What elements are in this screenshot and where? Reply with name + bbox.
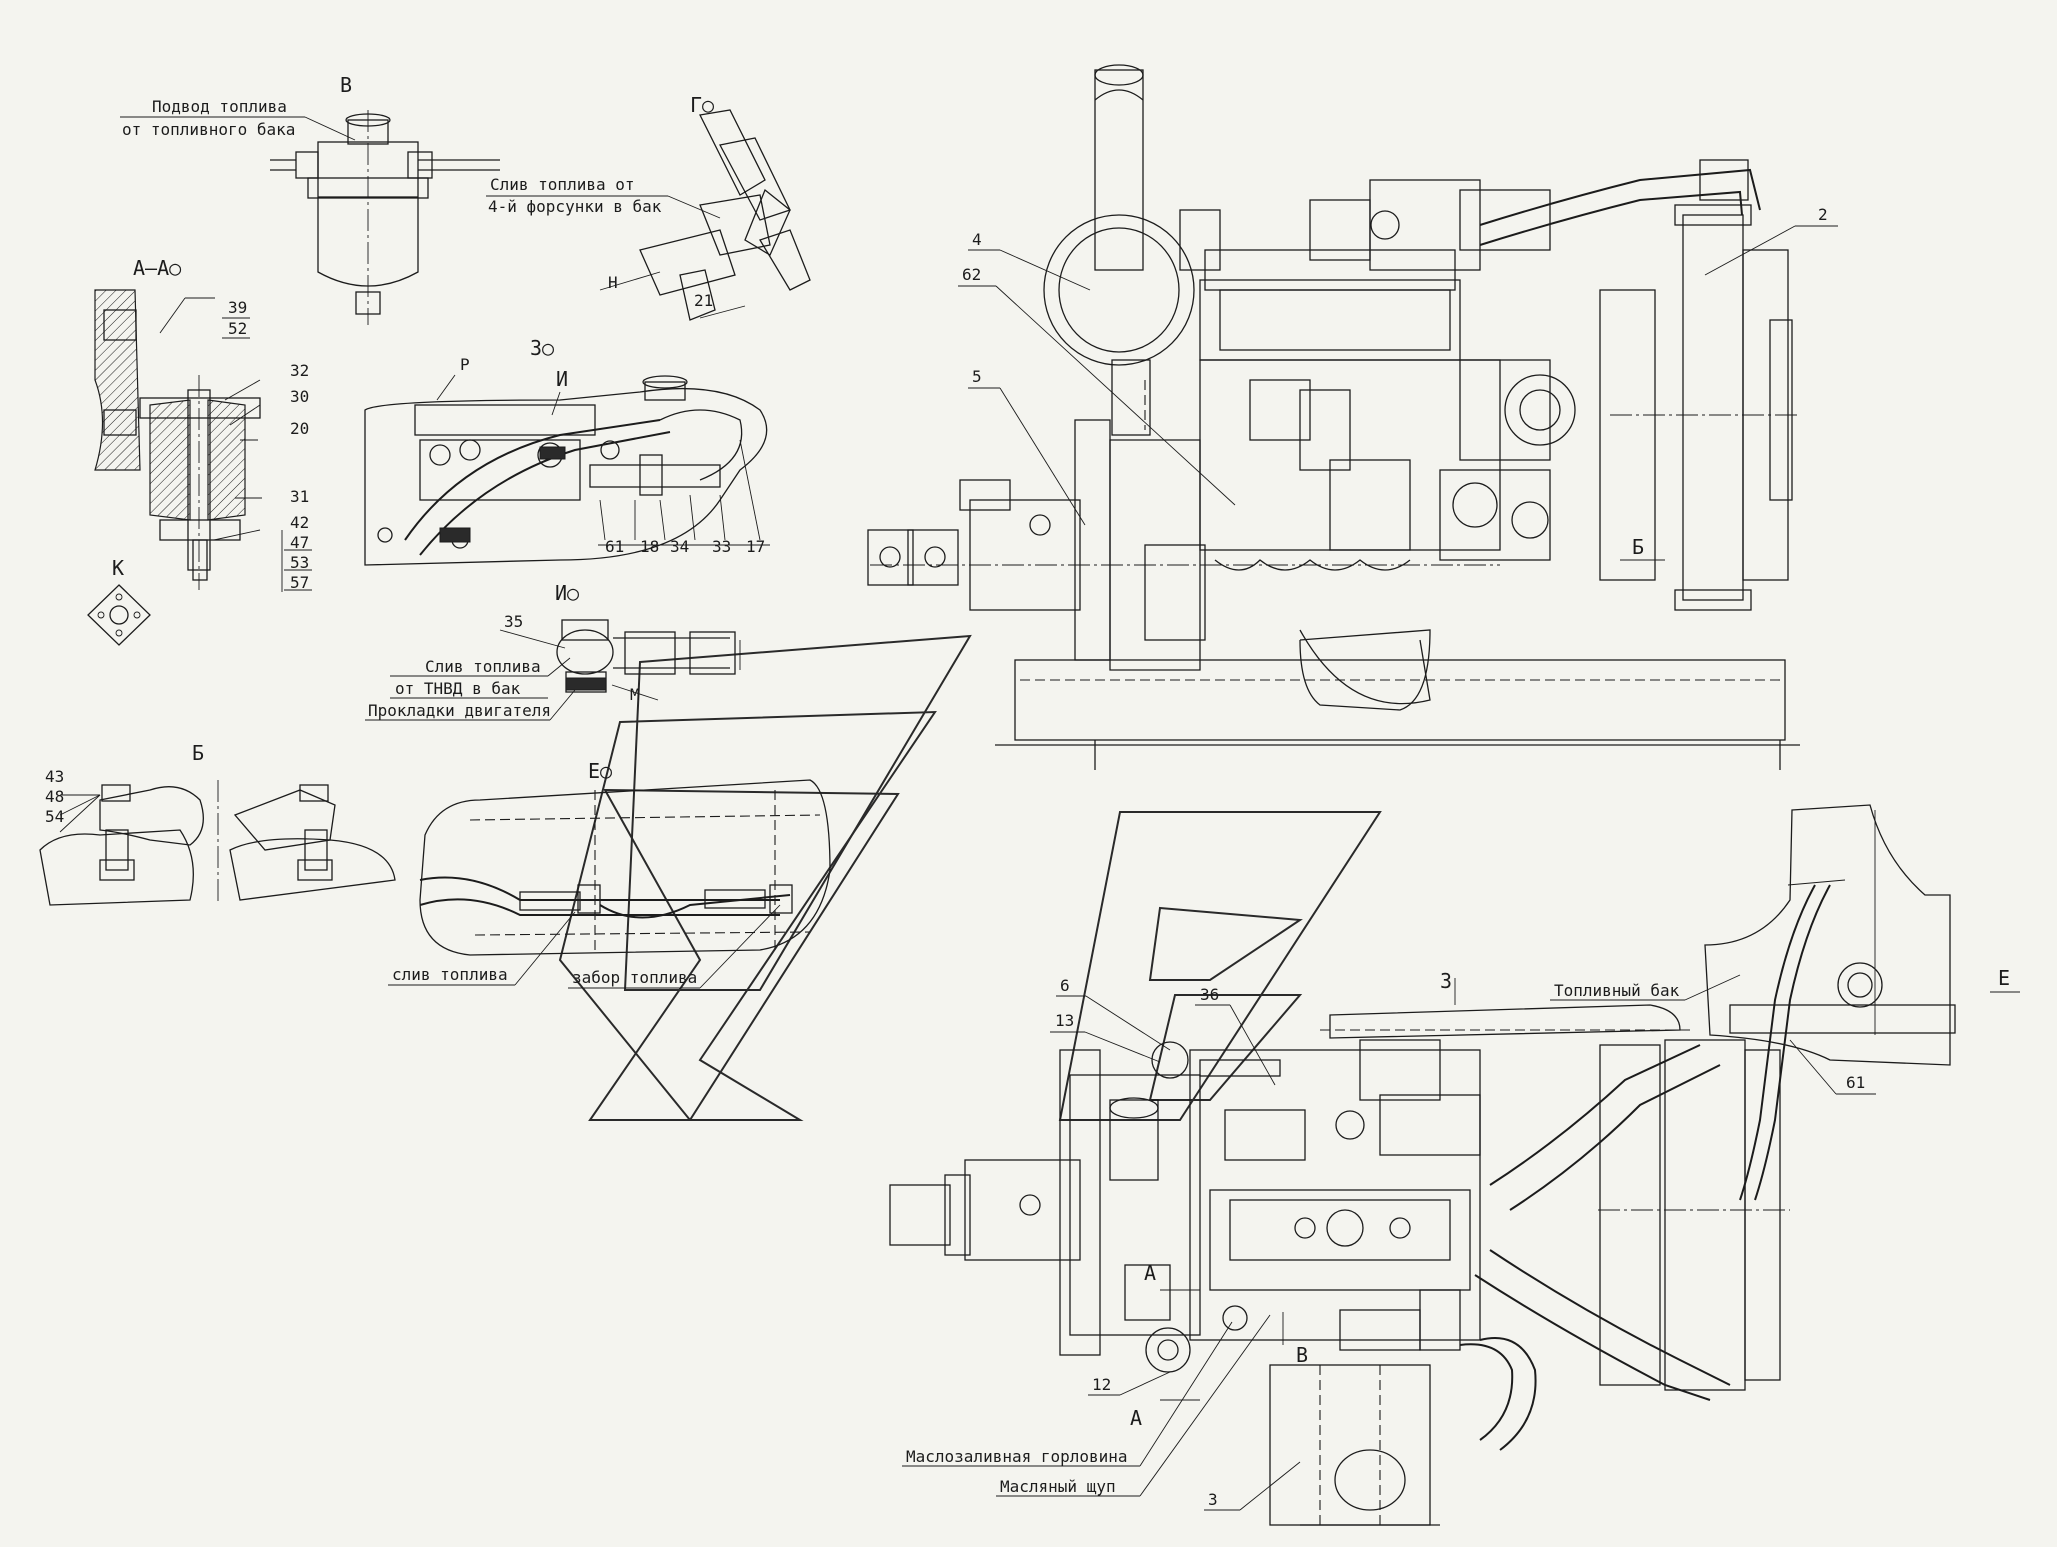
- pos-21: 21: [694, 291, 713, 310]
- callout-drain-tnvd: Слив топлива от ТНВД в бак: [390, 657, 571, 699]
- view-b-label: В: [340, 73, 352, 97]
- pos-6: 6: [1060, 976, 1070, 995]
- pos-54: 54: [45, 807, 64, 826]
- callout-drain-4th-injector: Слив топлива от 4-й форсунки в бак: [486, 175, 721, 219]
- view-k-flange: К: [87, 556, 151, 646]
- callout-fuel-supply: Подвод топлива от топливного бака: [120, 97, 356, 141]
- callout-engine-gaskets: Прокладки двигателя: [365, 689, 576, 721]
- pos-20: 20: [290, 419, 309, 438]
- pos-4: 4: [972, 230, 982, 249]
- callout-oil-filler-text: Маслозаливная горловина: [906, 1447, 1128, 1466]
- pos-18: 18: [640, 537, 659, 556]
- section-aa-label: А–А○: [133, 256, 181, 280]
- view-g-injector-drain: Г○ Н 21: [599, 93, 811, 321]
- callout-fuel-tank: Топливный бак: [1550, 974, 1741, 1001]
- view-b-small-label: Б: [192, 741, 204, 765]
- callout-tnvd-line2: от ТНВД в бак: [395, 679, 521, 698]
- pos-57: 57: [290, 573, 309, 592]
- view-b-main-label: Б: [1632, 535, 1644, 559]
- view-v-marker: В: [1296, 1343, 1308, 1367]
- callout-fuel-tank-text: Топливный бак: [1554, 981, 1680, 1000]
- pos-32: 32: [290, 361, 309, 380]
- callout-drain-e: слив топлива: [388, 911, 576, 986]
- pos-43: 43: [45, 767, 64, 786]
- view-b-brackets: Б 43 48 54: [39, 741, 396, 906]
- pos-12: 12: [1092, 1375, 1111, 1394]
- pos-39: 39: [228, 298, 247, 317]
- pos-3: 3: [1208, 1490, 1218, 1509]
- pos-17: 17: [746, 537, 765, 556]
- section-aa-engine-mount: А–А○ 39 52 32 30 20 31 42 47 53 57: [94, 256, 312, 592]
- pos-52: 52: [228, 319, 247, 338]
- view-e-label: Е○: [588, 759, 612, 783]
- pos-h-label: Н: [608, 273, 618, 292]
- section-a-marker-top: А: [1144, 1261, 1156, 1285]
- pos-61b: 61: [1846, 1073, 1865, 1092]
- callout-dipstick-text: Масляный щуп: [1000, 1477, 1116, 1496]
- view-z-fuel-pump: З○ И Р 61 18 34 33 17: [364, 336, 770, 566]
- callout-fuel-supply-line2: от топливного бака: [122, 120, 295, 139]
- callout-drain-e-text: слив топлива: [392, 965, 508, 984]
- view-e-marker: Е: [1998, 966, 2010, 990]
- pos-62: 62: [962, 265, 981, 284]
- pos-31: 31: [290, 487, 309, 506]
- view-z-marker: З: [1440, 969, 1452, 993]
- pos-30: 30: [290, 387, 309, 406]
- pos-47: 47: [290, 533, 309, 552]
- pos-m-label: М: [630, 685, 640, 704]
- view-i-arrow-label: И: [556, 367, 568, 391]
- pos-13: 13: [1055, 1011, 1074, 1030]
- callout-supply-e: забор топлива: [568, 904, 781, 989]
- view-r-label: Р: [460, 355, 470, 374]
- callout-oil-dipstick: Масляный щуп: [996, 1314, 1271, 1497]
- pos-48: 48: [45, 787, 64, 806]
- section-a-marker-bottom: А: [1130, 1406, 1142, 1430]
- pos-5: 5: [972, 367, 982, 386]
- main-side-view-engine: 4 62 5 2 Б: [867, 64, 1838, 770]
- pos-53: 53: [290, 553, 309, 572]
- callout-tnvd-line1: Слив топлива: [425, 657, 541, 676]
- view-e-fuel-lines: Е○: [419, 759, 831, 956]
- pos-33: 33: [712, 537, 731, 556]
- view-i-tnvd-drain: И○ 35 М: [499, 581, 741, 704]
- callout-drain-line1: Слив топлива от: [490, 175, 635, 194]
- callout-supply-e-text: забор топлива: [572, 968, 697, 987]
- pos-2: 2: [1818, 205, 1828, 224]
- main-plan-view-engine: А А В З Е 6 13 36 12 3 61: [889, 804, 2020, 1526]
- callout-drain-line2: 4-й форсунки в бак: [488, 197, 662, 216]
- watermark-logo: [558, 634, 1382, 1121]
- view-b-fuel-filter: В: [270, 73, 500, 325]
- pos-36: 36: [1200, 985, 1219, 1004]
- pos-34: 34: [670, 537, 689, 556]
- callout-gaskets: Прокладки двигателя: [368, 701, 551, 720]
- pos-35: 35: [504, 612, 523, 631]
- pos-42: 42: [290, 513, 309, 532]
- callout-fuel-supply-line1: Подвод топлива: [152, 97, 287, 116]
- pos-61a: 61: [605, 537, 624, 556]
- view-k-label: К: [112, 556, 124, 580]
- view-io-label: И○: [555, 581, 579, 605]
- callout-oil-filler-neck: Маслозаливная горловина: [902, 1321, 1233, 1467]
- view-z-label: З○: [530, 336, 554, 360]
